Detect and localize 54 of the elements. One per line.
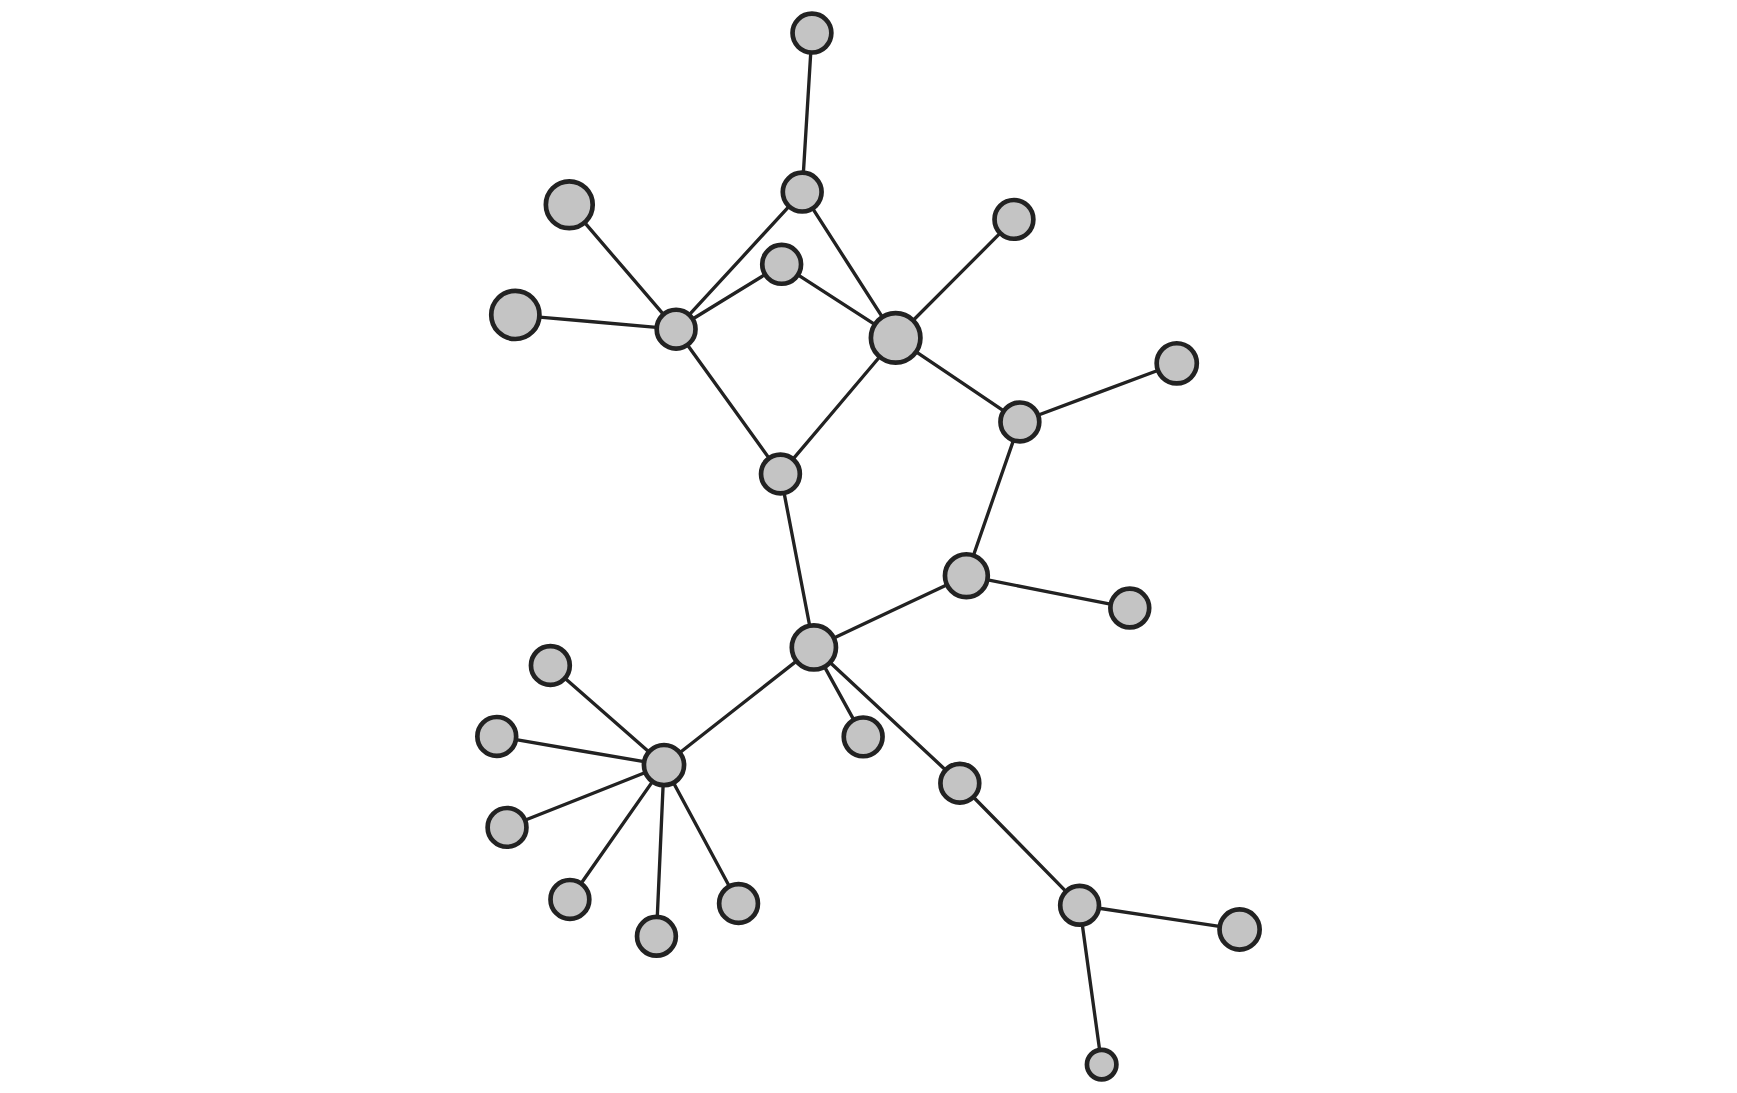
connector [972,796,1067,893]
node-circle [716,881,761,926]
node-circle [641,742,687,788]
node-circle [1154,340,1200,386]
node-circle [938,761,982,805]
connector [1080,924,1102,1050]
connector [1098,906,1220,929]
connector [972,439,1016,556]
connector [801,52,813,173]
node-circle [634,914,679,958]
connector [823,666,856,721]
node-circle [488,288,542,342]
connector [686,344,771,459]
node-circle [1217,907,1262,952]
node-circle [1108,586,1152,630]
node-circle [942,551,991,600]
connector [672,782,731,888]
connector [679,660,798,754]
node-circle [485,805,529,850]
node-circle [543,179,596,231]
connector [579,780,654,885]
connector [912,232,1002,322]
connector [987,578,1111,606]
node-circle [654,307,698,351]
node-circle [528,643,573,688]
connector [539,315,657,330]
connector [797,273,876,326]
connector [564,677,650,753]
connector [791,355,881,460]
connector [833,583,948,640]
connector [655,785,665,917]
connector [688,205,791,316]
connector [811,207,884,318]
node-circle [1084,1047,1119,1082]
connector [583,221,665,316]
node-circle [475,714,519,759]
connector [524,771,646,822]
node-circle [758,452,803,496]
connector [915,350,1005,413]
node-circle [868,310,923,365]
connector [828,661,947,771]
connector [782,492,812,626]
node-circle [998,400,1042,444]
node-circle [992,197,1036,242]
node-circle [780,170,824,214]
node-circle [789,623,839,672]
node-circle [1057,883,1102,928]
node-circle [790,11,834,55]
connector [515,738,645,764]
connector [692,273,766,321]
connector [1037,368,1159,417]
node-circle [759,242,804,287]
node-circle [841,715,885,759]
node-circle [548,877,592,922]
